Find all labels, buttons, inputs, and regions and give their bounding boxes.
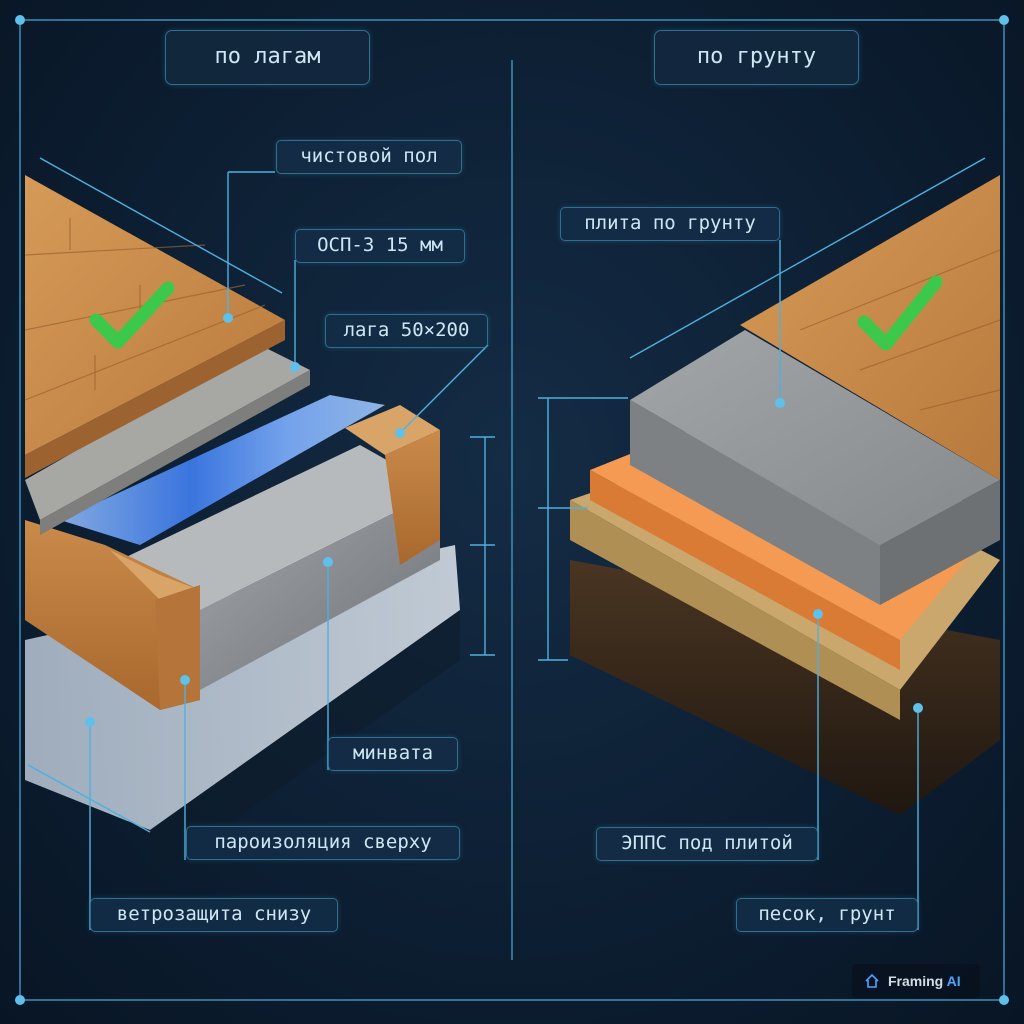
framing-ai-badge[interactable]: Framing AI <box>852 964 980 998</box>
badge-brand: Framing AI <box>888 973 961 989</box>
check-icon <box>857 275 943 351</box>
frame-nodes <box>15 15 1009 1005</box>
house-icon <box>865 973 879 988</box>
title-left: по лагам <box>165 30 370 85</box>
leader-lines <box>27 157 986 930</box>
leader-dots <box>85 313 923 727</box>
joist-left <box>25 520 200 710</box>
label-slab: плита по грунту <box>560 207 780 241</box>
joist-floor-illustration <box>24 175 460 880</box>
concrete-slab <box>630 330 1000 545</box>
label-osb: ОСП-3 15 мм <box>295 229 465 263</box>
frame <box>19 19 1005 1001</box>
badge-suffix: AI <box>946 973 961 989</box>
mineral-wool-block <box>120 445 440 610</box>
finish-floor-boards <box>25 175 285 455</box>
label-wind-barrier: ветрозащита снизу <box>90 898 338 932</box>
slab-on-ground-illustration <box>570 175 1001 815</box>
label-sand-soil: песок, грунт <box>736 898 918 932</box>
label-mineral-wool: минвата <box>328 737 458 771</box>
check-icon <box>89 281 175 349</box>
label-xps: ЭППС под плитой <box>596 827 818 861</box>
label-finish-floor: чистовой пол <box>276 140 462 174</box>
title-right: по грунту <box>654 30 859 85</box>
label-joist: лага 50×200 <box>325 314 488 348</box>
label-vapor-barrier: пароизоляция сверху <box>186 826 460 860</box>
vapor-barrier <box>60 395 385 545</box>
osb-board <box>25 345 310 520</box>
